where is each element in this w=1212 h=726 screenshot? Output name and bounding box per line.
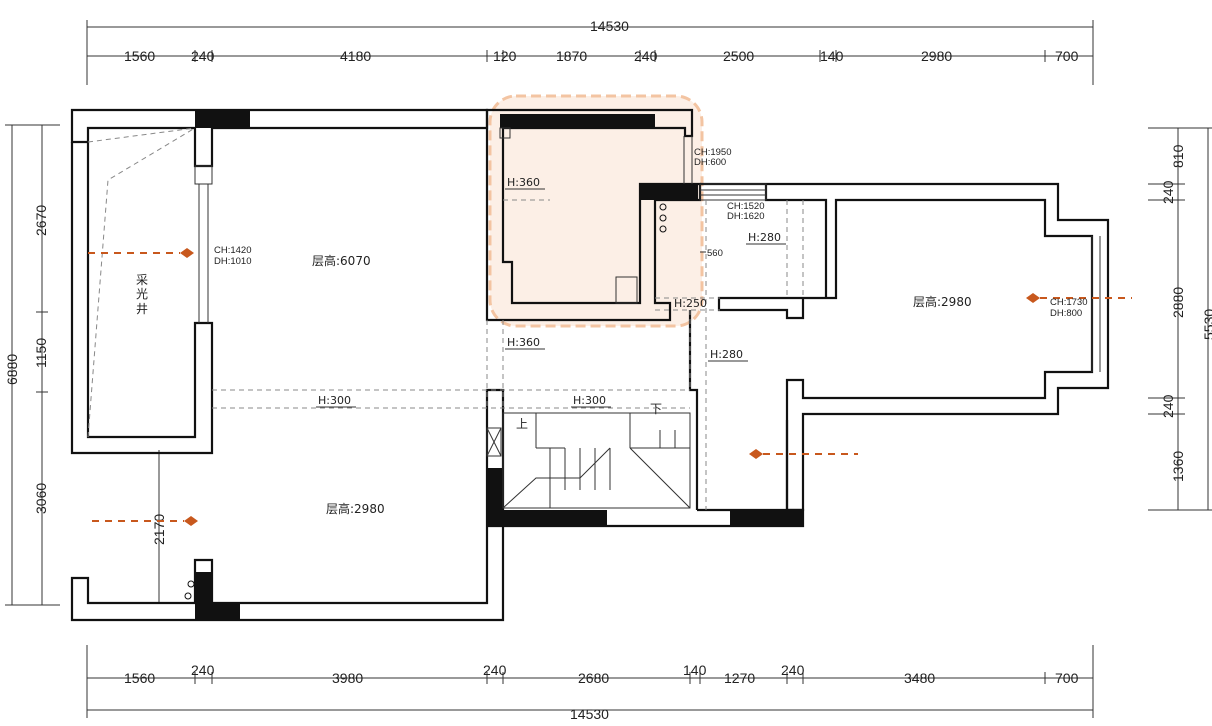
top-dim-8: 140 [820, 48, 844, 64]
room-label-right: 层高:2980 [913, 294, 972, 309]
marker-diamond-icon [184, 516, 198, 526]
bottom-dim-8: 240 [781, 662, 805, 678]
right-dimensions: 810 240 2880 240 1360 5530 [1148, 127, 1212, 511]
bottom-dim-2: 240 [191, 662, 215, 678]
window-mid-dh: DH:1620 [727, 211, 765, 222]
beam-h280-b: H:280 [710, 348, 743, 361]
window-right-dh: DH:800 [1050, 308, 1082, 319]
left-total-dim: 6880 [4, 354, 20, 385]
bottom-dim-1: 1560 [124, 670, 155, 686]
bottom-dim-4: 240 [483, 662, 507, 678]
bottom-dim-9: 3480 [904, 670, 935, 686]
window-right-ch: CH:1730 [1050, 297, 1088, 308]
left-inner-dim: 2170 [151, 514, 167, 545]
right-dim-5: 1360 [1170, 451, 1186, 482]
beam-h250: H:250 [674, 297, 707, 310]
beam-h300-right: H:300 [573, 394, 606, 407]
top-dim-3: 4180 [340, 48, 371, 64]
top-dim-9: 2980 [921, 48, 952, 64]
window-left-ch: CH:1420 [214, 245, 252, 256]
top-total-dim: 14530 [590, 18, 629, 34]
marker-diamond-icon [749, 449, 763, 459]
top-dim-2: 240 [191, 48, 215, 64]
stair-up-label: 上 [516, 417, 528, 431]
bottom-dim-6: 140 [683, 662, 707, 678]
right-dim-4: 240 [1160, 394, 1176, 418]
bottom-dimensions: 1560 240 3980 240 2680 140 1270 240 3480… [86, 645, 1094, 722]
beams [212, 199, 804, 510]
room-label-main-upper: 层高:6070 [312, 253, 371, 268]
right-dim-1: 810 [1170, 144, 1186, 168]
dim-560: 560 [707, 248, 723, 259]
right-dim-3: 2880 [1170, 287, 1186, 318]
top-dim-4: 120 [493, 48, 517, 64]
room-label-main-lower: 层高:2980 [326, 501, 385, 516]
marker-diamond-icon [180, 248, 194, 258]
marker-diamond-icon [1026, 293, 1040, 303]
window-mid-ch: CH:1520 [727, 201, 765, 212]
beam-h280-a: H:280 [748, 231, 781, 244]
light-well-char-2: 光 [136, 287, 148, 301]
left-dim-2: 1150 [33, 338, 49, 368]
left-dim-1: 2670 [33, 205, 49, 236]
bottom-dim-7: 1270 [724, 670, 755, 686]
top-dim-7: 2500 [723, 48, 754, 64]
beam-h300-left: H:300 [318, 394, 351, 407]
markers [88, 248, 1132, 526]
walls [70, 108, 1110, 622]
staircase: 上 下 [502, 402, 691, 509]
window-top-dh: DH:600 [694, 157, 726, 168]
bottom-dim-3: 3980 [332, 670, 363, 686]
labels: 采 光 井 层高:6070 层高:2980 层高:2980 CH:1420 DH… [136, 147, 1088, 516]
top-dimensions: 14530 1560 240 4180 120 1870 240 2500 14… [86, 18, 1094, 85]
bottom-dim-10: 700 [1055, 670, 1079, 686]
top-dim-1: 1560 [124, 48, 155, 64]
left-dimensions: 6880 2670 1150 3060 2170 [4, 124, 167, 606]
left-dim-3: 3060 [33, 483, 49, 514]
window-top-ch: CH:1950 [694, 147, 732, 158]
bottom-dim-5: 2680 [578, 670, 609, 686]
top-dim-10: 700 [1055, 48, 1079, 64]
window-left-dh: DH:1010 [214, 256, 252, 267]
bottom-total-dim: 14530 [570, 706, 609, 722]
light-well-char-1: 采 [136, 273, 148, 287]
light-well-char-3: 井 [136, 302, 148, 316]
right-dim-2: 240 [1160, 180, 1176, 204]
top-dim-5: 1870 [556, 48, 587, 64]
top-dim-6: 240 [634, 48, 658, 64]
beam-h360-mid: H:360 [507, 336, 540, 349]
right-total-dim: 5530 [1201, 309, 1212, 340]
stair-down-label: 下 [650, 402, 662, 416]
beam-h360-top: H:360 [507, 176, 540, 189]
highlight-zone [488, 94, 704, 328]
